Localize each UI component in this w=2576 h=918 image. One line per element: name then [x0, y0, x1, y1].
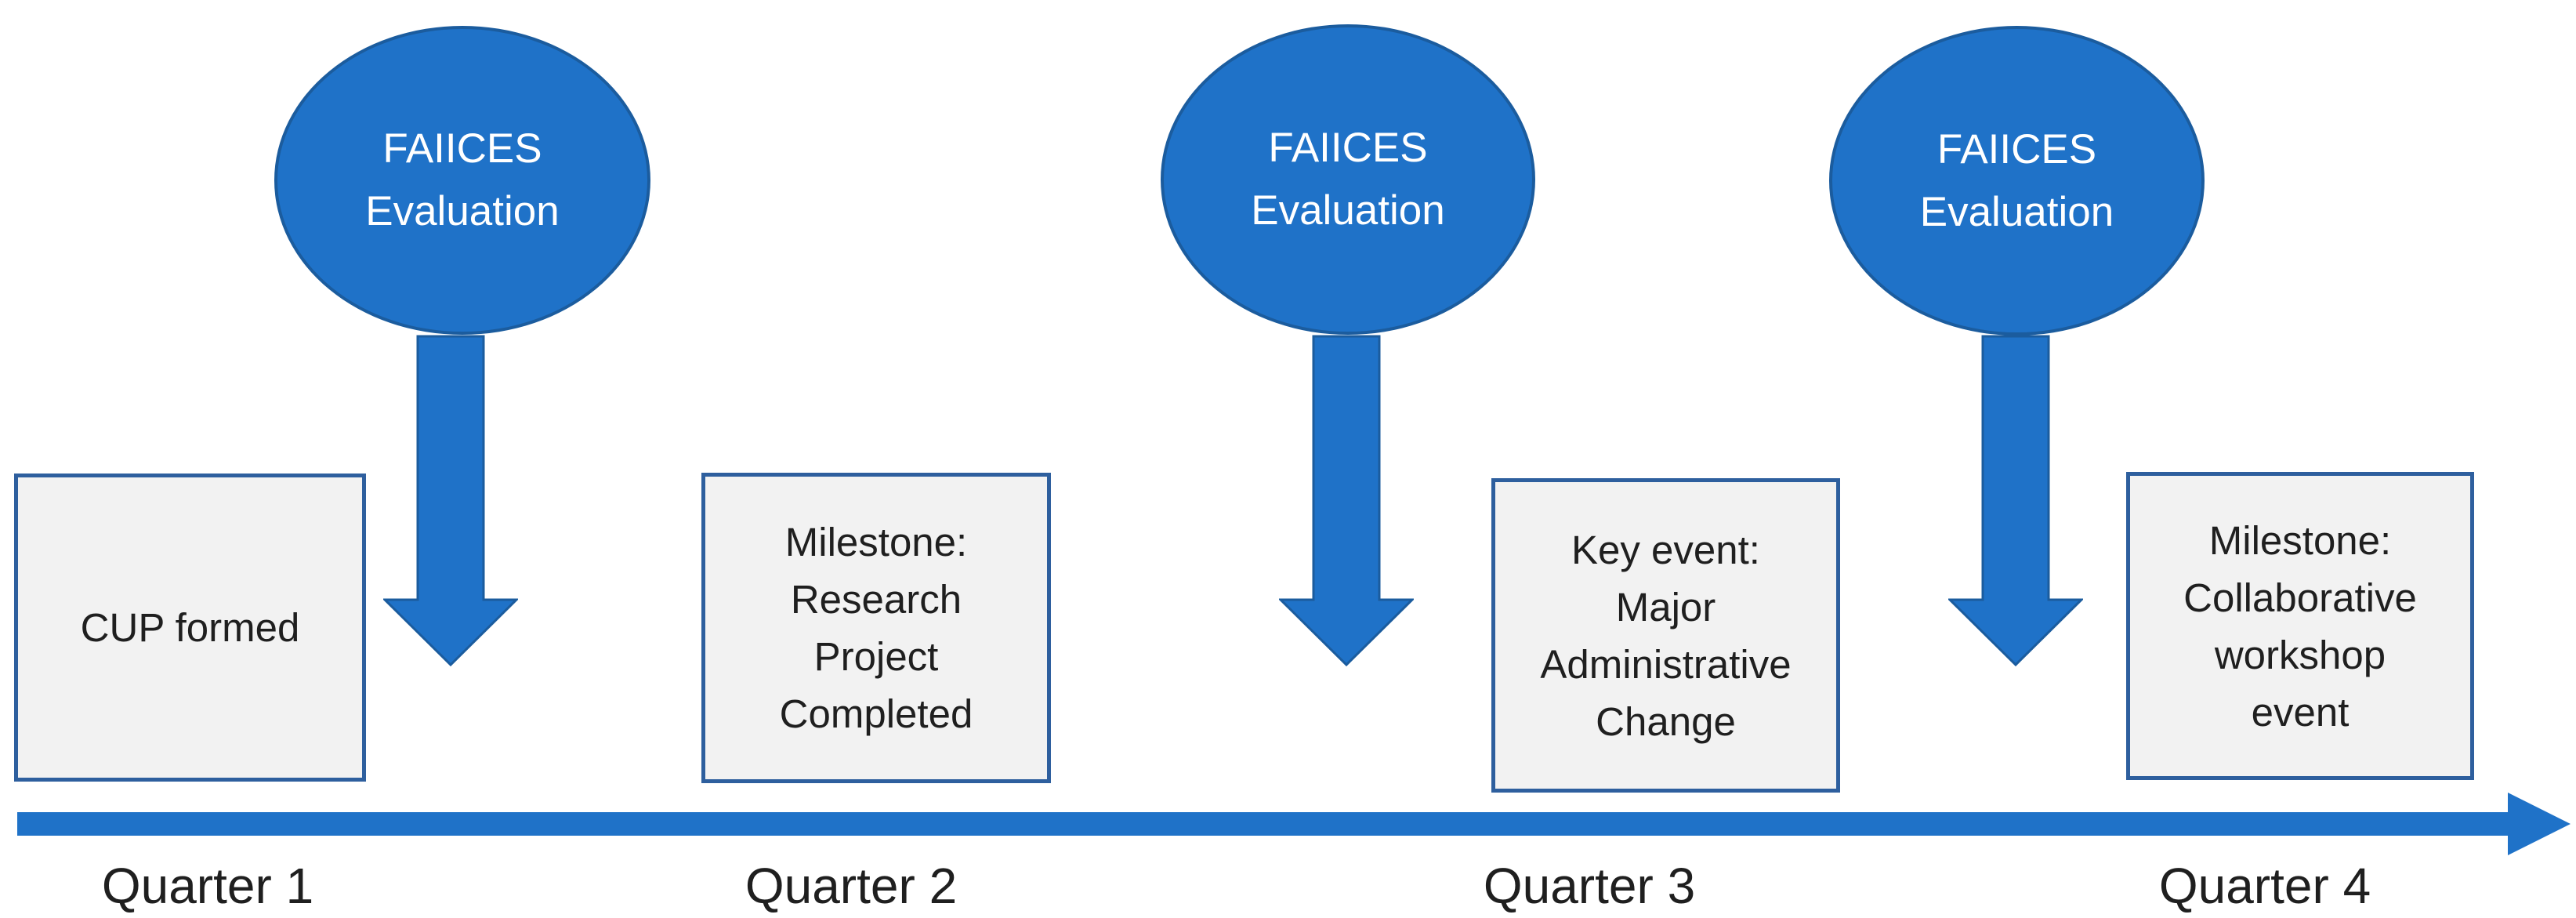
faiices-evaluation-label: FAIICES Evaluation — [365, 125, 560, 234]
faiices-evaluation-ellipse: FAIICES Evaluation — [1829, 26, 2205, 336]
down-arrow-icon — [1948, 335, 2083, 666]
faiices-evaluation-ellipse: FAIICES Evaluation — [1161, 24, 1535, 335]
quarter-label: Quarter 1 — [101, 858, 314, 914]
quarter-label: Quarter 2 — [745, 858, 958, 914]
down-arrow-icon — [383, 335, 518, 666]
faiices-evaluation-label: FAIICES Evaluation — [1251, 125, 1445, 234]
event-box-administrative-change: Key event: Major Administrative Change — [1491, 478, 1840, 793]
quarter-label: Quarter 4 — [2158, 858, 2371, 914]
timeline-arrow-bar — [17, 812, 2509, 836]
event-box-label: Key event: Major Administrative Change — [1540, 527, 1792, 744]
event-box-label: Milestone: Research Project Completed — [779, 520, 973, 736]
down-arrow-icon — [1279, 335, 1414, 666]
event-box-label: CUP formed — [80, 605, 300, 650]
quarter-label: Quarter 3 — [1483, 858, 1696, 914]
timeline-arrowhead-icon — [2508, 793, 2571, 855]
event-box-label: Milestone: Collaborative workshop event — [2183, 517, 2417, 735]
event-box-cup-formed: CUP formed — [14, 474, 366, 782]
event-box-research-project: Milestone: Research Project Completed — [701, 473, 1051, 783]
faiices-evaluation-ellipse: FAIICES Evaluation — [274, 26, 650, 335]
faiices-evaluation-label: FAIICES Evaluation — [1919, 125, 2114, 235]
event-box-collaborative-workshop: Milestone: Collaborative workshop event — [2126, 472, 2474, 780]
